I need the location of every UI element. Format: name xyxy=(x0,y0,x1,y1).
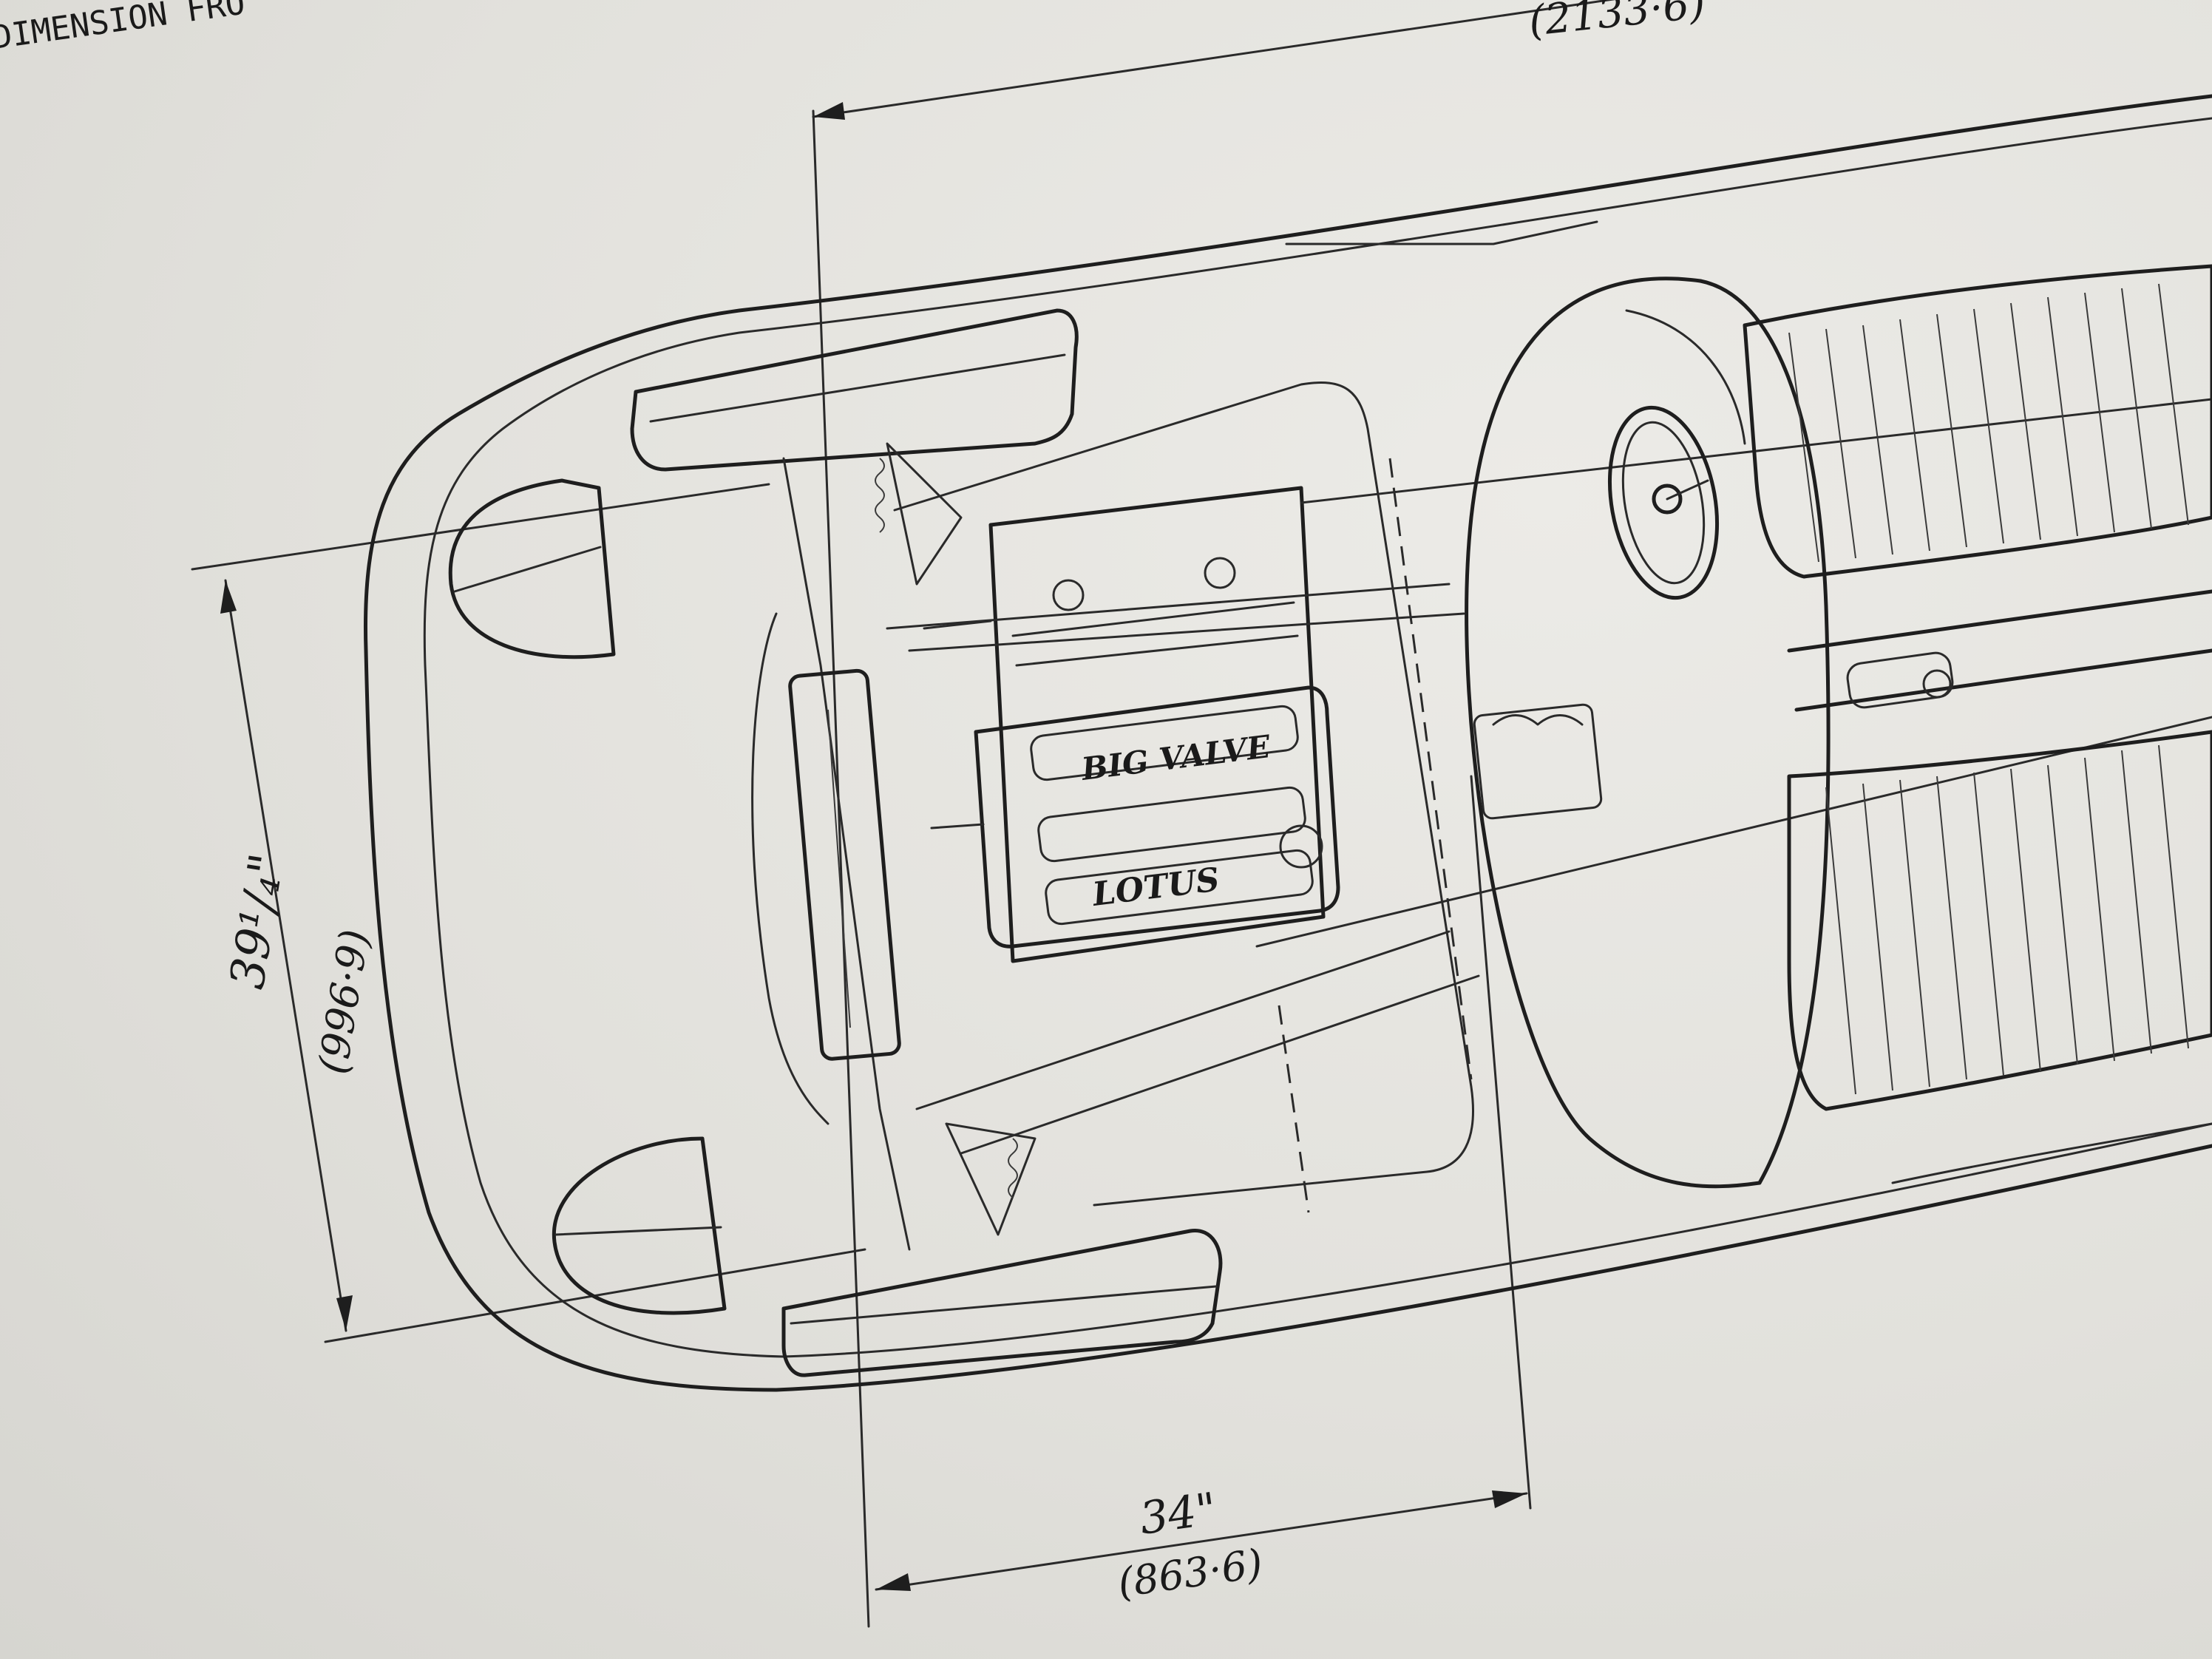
cam-cover xyxy=(974,685,1340,949)
cockpit xyxy=(1465,264,2212,1189)
cam-cover-top-lettering: BIG VALVE xyxy=(1079,728,1273,787)
overhang-imperial-label: 34" xyxy=(1136,1483,1220,1545)
radiator-core-line xyxy=(827,709,851,1028)
cam-cover-lower-panel xyxy=(1045,849,1314,926)
seat-driver-pleats xyxy=(1788,283,2189,563)
gear-lever-boot xyxy=(1846,651,1954,709)
engine-bay-outline xyxy=(893,381,1474,1207)
manifold-lines xyxy=(1011,601,1299,667)
steering-wheel-inner-rim xyxy=(1621,421,1706,585)
front-track-imperial-label: 39¹/₄" xyxy=(220,849,296,992)
radiator xyxy=(788,668,901,1061)
engine-block xyxy=(988,486,1326,963)
upper-wishbone xyxy=(886,442,963,586)
overall-length-metric-label: (2133·6) xyxy=(1527,0,1708,46)
front-track-line xyxy=(224,579,347,1332)
headlamp-lower xyxy=(552,1136,727,1315)
overall-length-dimension: (2133·6) xyxy=(812,0,1708,1628)
track-upper-extension xyxy=(191,483,770,571)
cam-cover-middle-panel xyxy=(1037,786,1306,863)
suspension-axis xyxy=(782,457,911,1251)
chassis-rail-lower xyxy=(1255,716,2212,948)
scuttle-line xyxy=(1625,309,1746,445)
seat-passenger-pleats xyxy=(1825,744,2189,1095)
overhang-arrow-left xyxy=(876,1573,911,1591)
sill-line xyxy=(1891,1122,2212,1184)
front-overhang-dimension: 34" (863·6) xyxy=(875,775,1532,1607)
chassis xyxy=(886,220,2212,1213)
front-crossmember xyxy=(886,583,1465,652)
steering-spoke xyxy=(1666,479,1709,501)
lower-coil-spring xyxy=(1008,1138,1018,1198)
wheels xyxy=(630,308,1223,1377)
body-outline xyxy=(364,94,2212,1392)
oil-filler-cap xyxy=(1279,824,1323,869)
seat-driver xyxy=(1743,264,2212,579)
front-bulkhead-curve xyxy=(751,612,830,1125)
front-track-metric-label: (996·9) xyxy=(310,926,379,1077)
seat-passenger xyxy=(1787,730,2212,1111)
inner-body-line xyxy=(423,117,2212,1358)
engine: BIG VALVE LOTUS xyxy=(923,486,1340,963)
hidden-line-1 xyxy=(1278,1005,1310,1213)
front-suspension xyxy=(751,442,1037,1251)
spark-plug-1 xyxy=(1052,579,1085,611)
hidden-line-2 xyxy=(1388,458,1473,1080)
engine-mount-lines xyxy=(923,620,992,830)
front-wheel-upper-tread xyxy=(649,353,1066,423)
front-reference-extension-line xyxy=(812,109,870,1628)
overall-length-line xyxy=(812,0,1616,118)
axle-extension-line xyxy=(1470,775,1532,1510)
overhang-dimension-line xyxy=(875,1492,1528,1591)
overall-length-arrowhead xyxy=(813,102,845,120)
overhang-arrow-right xyxy=(1492,1490,1527,1508)
chassis-rail-upper xyxy=(1300,398,2212,504)
gear-lever-knob xyxy=(1922,669,1952,699)
chassis-diagonal xyxy=(915,930,1480,1155)
steering-wheel-hub xyxy=(1652,484,1683,515)
headlamp-upper xyxy=(448,478,616,659)
spark-plug-2 xyxy=(1204,557,1236,589)
upper-coil-spring xyxy=(875,458,885,533)
lower-wishbone xyxy=(945,1122,1037,1236)
outer-body-line xyxy=(364,94,2212,1392)
front-wheel-lower-tread xyxy=(790,1285,1218,1325)
gearbox-tunnel-detail xyxy=(1492,714,1584,726)
headlamp-lower-line xyxy=(554,1226,722,1236)
front-track-dimension: 39¹/₄" (996·9) xyxy=(191,483,866,1343)
front-wheel-upper xyxy=(630,308,1079,472)
transmission-tunnel xyxy=(1787,589,2212,712)
cam-cover-upper-panel xyxy=(1030,705,1299,781)
dashboard-curve xyxy=(1698,279,1831,1185)
gearbox-tunnel-box xyxy=(1473,703,1603,820)
bonnet-line xyxy=(1285,220,1598,245)
track-arrow-top xyxy=(220,580,237,614)
windscreen-frame xyxy=(1465,276,1762,1189)
sheet-title: DIMENSION FRO xyxy=(0,0,248,57)
track-arrow-bottom xyxy=(336,1295,353,1331)
steering-wheel xyxy=(1607,405,1720,600)
headlamp-upper-line xyxy=(453,546,602,593)
front-wheel-lower xyxy=(781,1229,1223,1377)
